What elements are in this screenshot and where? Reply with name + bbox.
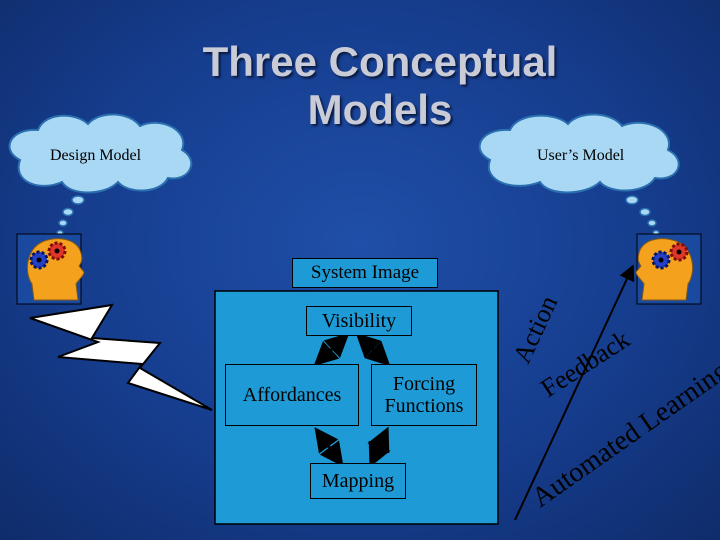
- thought-bubbles-right: [625, 195, 660, 237]
- affordances-mapping-arrow-icon: [314, 427, 344, 467]
- design-model-label: Design Model: [50, 147, 142, 164]
- relationship-arrows: [313, 332, 391, 468]
- user-model-label: User’s Model: [537, 147, 625, 164]
- affordances-box: Affordances: [225, 364, 359, 426]
- designer-head-icon: [16, 233, 85, 305]
- feedback-label: Feedback: [535, 324, 634, 403]
- design-model-cloud-icon: [8, 113, 193, 194]
- user-model-cloud-icon: [478, 113, 680, 194]
- forcing-line-2: Functions: [384, 395, 464, 417]
- system-image-label: System Image: [292, 258, 438, 288]
- forcing-mapping-arrow-icon: [367, 426, 391, 468]
- thought-bubbles-left: [56, 195, 85, 237]
- action-label: Action: [507, 291, 563, 367]
- gear-icon: [651, 250, 671, 270]
- gear-icon: [669, 242, 689, 262]
- mapping-box: Mapping: [310, 463, 406, 499]
- visibility-forcing-arrow-icon: [355, 332, 391, 367]
- slide-title: Three Conceptual Models: [0, 38, 720, 134]
- gear-icon: [47, 241, 67, 261]
- visibility-affordances-arrow-icon: [313, 332, 350, 367]
- user-model-arrow-icon: [514, 264, 635, 521]
- forcing-functions-box: Forcing Functions: [371, 364, 477, 426]
- visibility-box: Visibility: [306, 306, 412, 336]
- lightning-icon: [29, 303, 213, 411]
- title-line-2: Models: [307, 86, 453, 133]
- title-line-1: Three Conceptual: [202, 38, 558, 85]
- forcing-line-1: Forcing: [392, 373, 456, 395]
- user-head-icon: [635, 233, 702, 305]
- gear-icon: [29, 250, 49, 270]
